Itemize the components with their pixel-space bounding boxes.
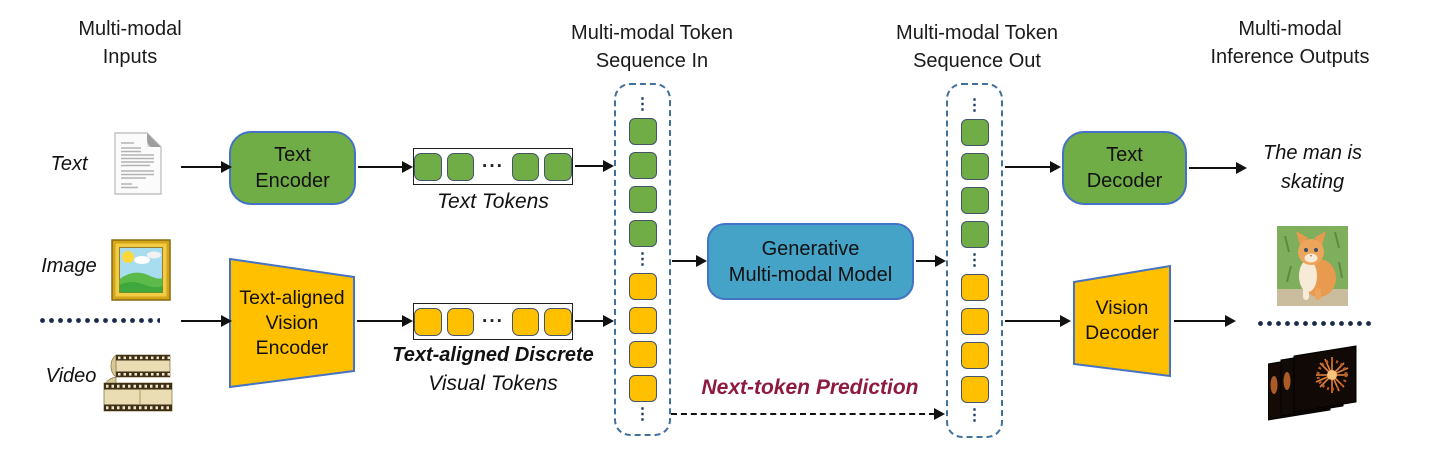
vertical-ellipsis: ⋮ xyxy=(966,406,983,424)
framed-picture-icon xyxy=(111,239,171,301)
green-token xyxy=(414,152,442,181)
vertical-ellipsis: ⋮ xyxy=(634,95,651,113)
input-label-image: Image xyxy=(41,255,97,277)
arrow-text-tokens-to-sequence-in xyxy=(575,165,604,168)
gold-token xyxy=(628,272,657,300)
text-encoder-label: Text xyxy=(274,144,311,166)
gold-token xyxy=(628,374,657,402)
heading-line: Inference Outputs xyxy=(1210,46,1370,68)
gold-token xyxy=(960,341,989,369)
arrow-visual-tokens-to-sequence-in xyxy=(575,320,604,323)
vision-decoder-label: Vision Decoder xyxy=(1085,296,1159,346)
arrow-sequence-in-to-model xyxy=(672,260,697,263)
gold-token xyxy=(511,307,540,336)
heading-inference-outputs: Multi-modal Inference Outputs xyxy=(1158,15,1422,71)
ellipsis: ··· xyxy=(482,155,504,177)
arrow-encoder-to-text-tokens xyxy=(358,166,403,169)
green-token xyxy=(628,185,657,213)
text-tokens-label: Text Tokens xyxy=(437,190,549,213)
gold-token xyxy=(960,273,989,301)
heading-line: Multi-modal xyxy=(78,18,182,40)
output-ellipsis-dots xyxy=(1256,320,1372,327)
vision-decoder-line: Decoder xyxy=(1085,322,1159,344)
green-token xyxy=(960,186,989,214)
generative-model-box: Generative Multi-modal Model xyxy=(707,223,914,300)
visual-tokens-label: Visual Tokens xyxy=(428,372,558,395)
heading-token-sequence-in: Multi-modal Token Sequence In xyxy=(552,19,752,75)
input-label-video: Video xyxy=(45,365,97,387)
vision-encoder-line: Encoder xyxy=(255,336,329,359)
arrow-sequence-out-to-vision-decoder xyxy=(1005,320,1061,323)
green-token xyxy=(544,152,572,181)
text-encoder-label: Encoder xyxy=(255,170,330,192)
heading-line: Multi-modal xyxy=(1238,18,1342,40)
green-token xyxy=(628,151,657,179)
heading-multimodal-inputs: Multi-modal Inputs xyxy=(30,15,230,71)
text-decoder-box: Text Decoder xyxy=(1062,131,1187,205)
gold-token xyxy=(628,340,657,368)
green-token xyxy=(628,117,657,145)
gold-token xyxy=(628,306,657,334)
gold-token xyxy=(960,375,989,403)
arrow-model-to-sequence-out xyxy=(916,260,936,263)
vision-decoder-trapezoid: Vision Decoder xyxy=(1072,264,1172,378)
vertical-ellipsis: ⋮ xyxy=(966,251,983,269)
gold-token xyxy=(446,307,474,336)
vertical-ellipsis: ⋮ xyxy=(634,250,651,268)
heading-line: Multi-modal Token xyxy=(896,22,1058,44)
document-icon xyxy=(114,132,162,195)
ellipsis: ··· xyxy=(482,310,504,332)
trapezoid-shape xyxy=(1073,264,1171,378)
vision-encoder-line: Text-aligned xyxy=(239,286,345,309)
text-output-line: skating xyxy=(1280,171,1345,193)
film-strip-icon xyxy=(102,351,176,415)
arrow-image-to-vision-encoder xyxy=(181,320,222,323)
fireworks-video-frames xyxy=(1267,344,1373,436)
input-label-text: Text xyxy=(50,153,88,175)
text-encoder-box: Text Encoder xyxy=(229,131,356,205)
heading-line: Sequence Out xyxy=(913,50,1041,72)
arrow-vision-encoder-to-visual-tokens xyxy=(357,320,403,323)
heading-line: Sequence In xyxy=(595,50,709,72)
green-token xyxy=(960,220,989,248)
text-decoder-label: Text xyxy=(1106,144,1143,166)
text-output: The man is skating xyxy=(1240,139,1385,197)
next-token-prediction-label: Next-token Prediction xyxy=(701,376,919,399)
heading-line: Inputs xyxy=(102,46,158,68)
heading-token-sequence-out: Multi-modal Token Sequence Out xyxy=(877,19,1077,75)
arrow-sequence-out-to-text-decoder xyxy=(1005,166,1051,169)
heading-line: Multi-modal Token xyxy=(571,22,733,44)
text-tokens-strip: ··· xyxy=(413,148,573,185)
generative-model-label: Multi-modal Model xyxy=(728,263,893,286)
gold-token xyxy=(544,307,572,336)
vertical-ellipsis: ⋮ xyxy=(634,405,651,423)
input-ellipsis-dots xyxy=(38,317,160,324)
vision-encoder-label: Text-aligned Vision Encoder xyxy=(239,286,344,361)
token-sequence-out-box: ⋮ ⋮ ⋮ xyxy=(946,83,1003,438)
text-decoder-label: Decoder xyxy=(1086,170,1163,192)
green-token xyxy=(960,118,989,146)
gold-token xyxy=(414,307,442,336)
vision-encoder-line: Vision xyxy=(265,311,319,334)
gold-token xyxy=(960,307,989,335)
token-sequence-in-box: ⋮ ⋮ ⋮ xyxy=(614,83,671,436)
arrow-text-to-encoder xyxy=(181,166,222,169)
green-token xyxy=(960,152,989,180)
arrow-text-decoder-to-output xyxy=(1189,167,1237,170)
visual-tokens-strip: ··· xyxy=(413,303,573,340)
vision-encoder-trapezoid: Text-aligned Vision Encoder xyxy=(228,255,356,391)
dashed-arrow-next-token-prediction xyxy=(671,413,935,415)
visual-tokens-label-bold: Text-aligned Discrete xyxy=(392,344,594,366)
green-token xyxy=(628,219,657,247)
trapezoid-shape xyxy=(229,257,355,389)
arrow-vision-decoder-to-output xyxy=(1174,320,1226,323)
text-output-line: The man is xyxy=(1263,142,1362,164)
vertical-ellipsis: ⋮ xyxy=(966,96,983,114)
vision-decoder-line: Vision xyxy=(1095,297,1149,319)
green-token xyxy=(511,152,540,181)
green-token xyxy=(446,152,474,181)
generative-model-label: Generative xyxy=(761,237,860,260)
cat-photo xyxy=(1277,226,1348,306)
